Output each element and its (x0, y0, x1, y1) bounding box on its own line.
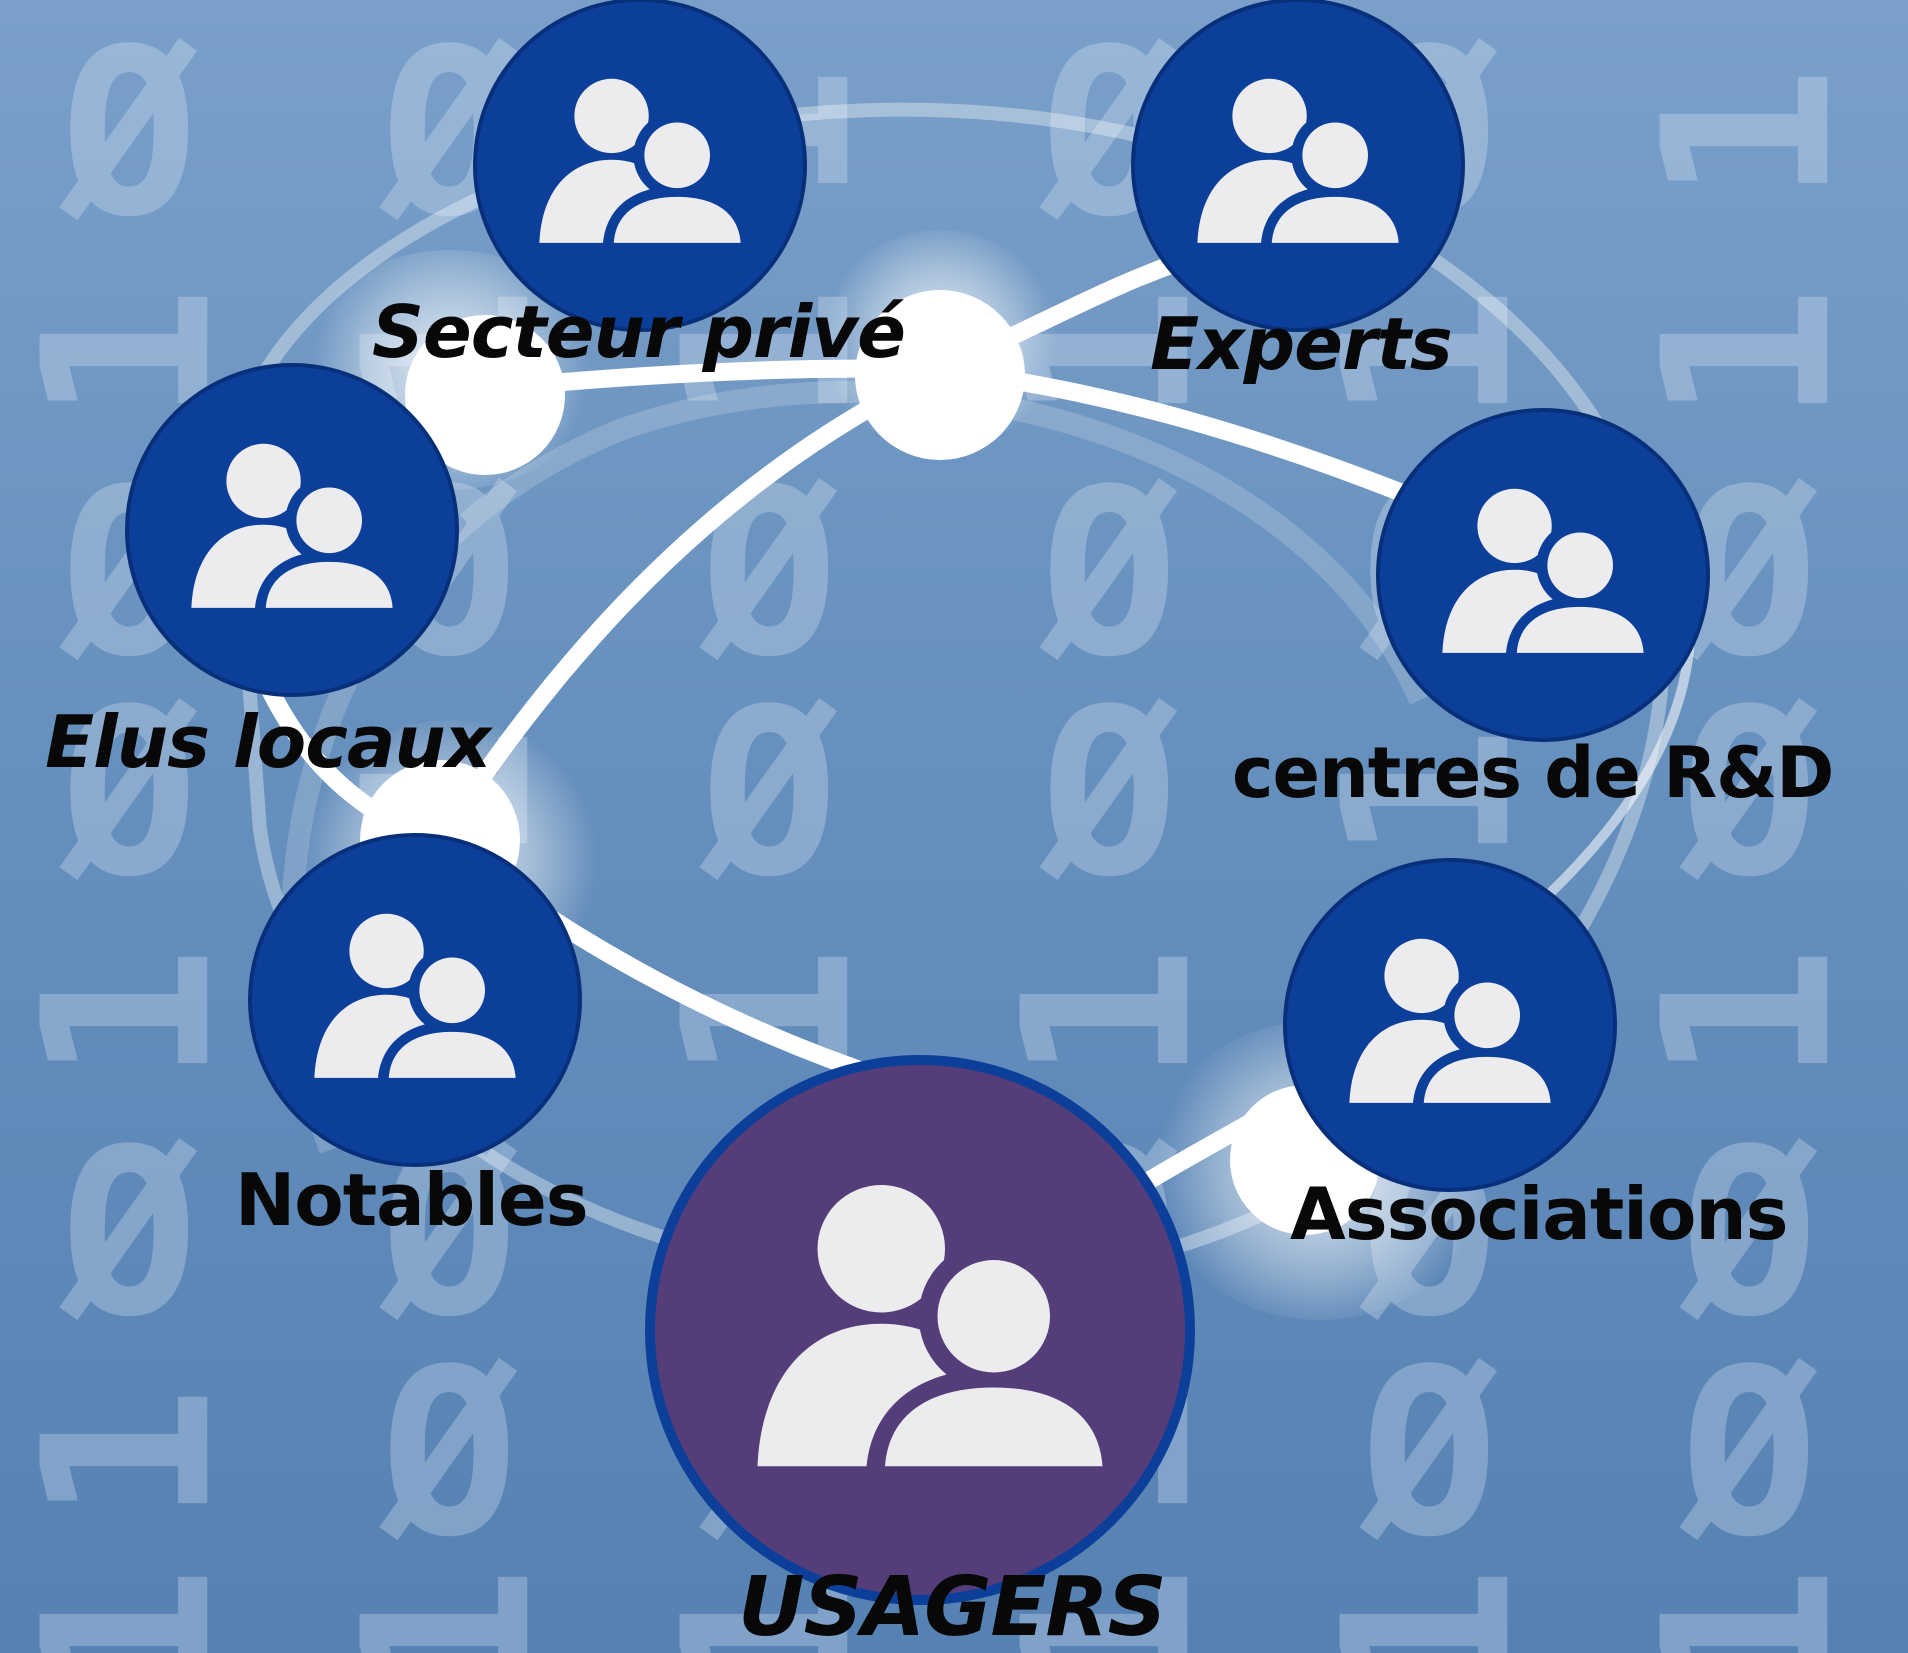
node-notables[interactable] (248, 833, 582, 1167)
binary-digit: Ø (700, 441, 839, 708)
junction-dots (360, 290, 1380, 1235)
binary-digit: Ø (1040, 661, 1179, 928)
label-experts: Experts (1150, 302, 1453, 386)
binary-digit: Ø (60, 661, 199, 928)
binary-digit: Ø (60, 1, 199, 268)
label-secteur-prive: Secteur privé (372, 290, 906, 374)
binary-digit: Ø (1360, 1321, 1499, 1588)
label-associations: Associations (1290, 1172, 1789, 1256)
node-experts[interactable] (1131, 0, 1465, 332)
label-centres-rd: centres de R&D (1232, 732, 1834, 814)
binary-digit: Ø (1680, 1321, 1819, 1588)
binary-digit: Ø (1040, 441, 1179, 708)
label-notables: Notables (235, 1158, 589, 1242)
node-secteur-prive[interactable] (473, 0, 807, 332)
binary-digit: Ø (60, 1101, 199, 1368)
binary-digit: Ø (1680, 661, 1819, 928)
node-usagers[interactable] (645, 1055, 1195, 1605)
binary-digit: Ø (380, 1321, 519, 1588)
binary-digit: Ø (1680, 1101, 1819, 1368)
label-usagers: USAGERS (738, 1560, 1167, 1653)
node-elus-locaux[interactable] (125, 363, 459, 697)
label-elus-locaux: Elus locaux (45, 700, 491, 784)
binary-digit: Ø (700, 661, 839, 928)
node-centres-rd[interactable] (1376, 408, 1710, 742)
node-associations[interactable] (1283, 858, 1617, 1192)
